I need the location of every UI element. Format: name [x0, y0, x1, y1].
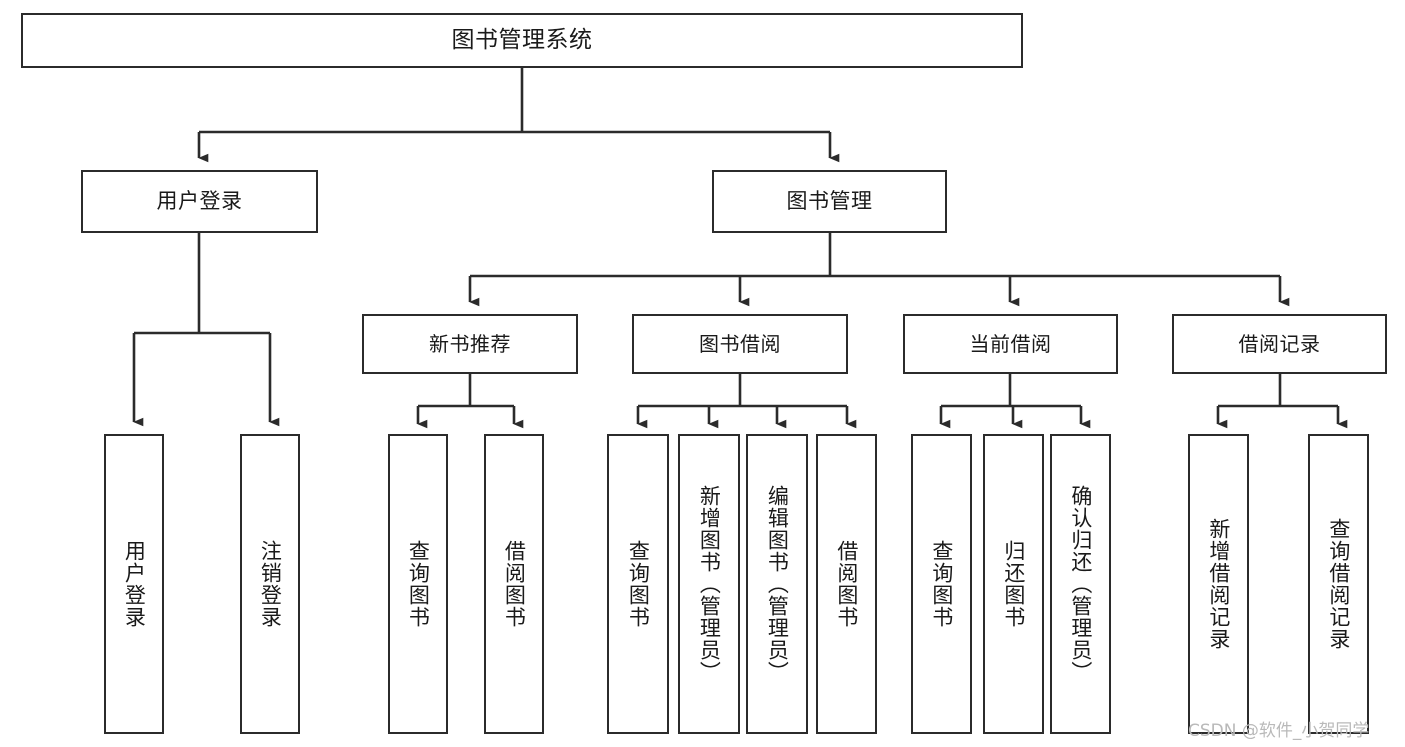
node-leaf-query-book-2-label: 查询图书 [626, 540, 651, 628]
node-leaf-confirm-return[interactable]: 确认归还（管理员） [1050, 434, 1111, 734]
watermark-text: CSDN @软件_小贺同学 [1188, 721, 1370, 741]
node-leaf-edit-book-label: 编辑图书（管理员） [765, 485, 790, 683]
node-leaf-add-book-label: 新增图书（管理员） [697, 485, 722, 683]
node-leaf-query-book-3-label: 查询图书 [929, 540, 954, 628]
node-current-borrow-label: 当前借阅 [969, 331, 1052, 356]
node-leaf-add-record-label: 新增借阅记录 [1206, 518, 1231, 650]
node-leaf-add-record[interactable]: 新增借阅记录 [1188, 434, 1249, 734]
node-book-borrow-label: 图书借阅 [699, 331, 781, 356]
node-leaf-borrow-book-1-label: 借阅图书 [502, 540, 527, 628]
node-leaf-user-logout[interactable]: 注销登录 [240, 434, 300, 734]
node-leaf-edit-book[interactable]: 编辑图书（管理员） [746, 434, 808, 734]
node-leaf-query-book-3[interactable]: 查询图书 [911, 434, 972, 734]
node-leaf-query-book-1[interactable]: 查询图书 [388, 434, 448, 734]
node-leaf-user-login-label: 用户登录 [122, 540, 147, 628]
node-leaf-user-logout-label: 注销登录 [258, 540, 283, 628]
node-leaf-borrow-book-2-label: 借阅图书 [834, 540, 859, 628]
node-book-manage-label: 图书管理 [786, 188, 873, 213]
node-leaf-query-book-2[interactable]: 查询图书 [607, 434, 669, 734]
node-leaf-add-book[interactable]: 新增图书（管理员） [678, 434, 740, 734]
node-new-book-recommend-label: 新书推荐 [429, 331, 511, 356]
node-current-borrow[interactable]: 当前借阅 [903, 314, 1118, 374]
node-user-login[interactable]: 用户登录 [81, 170, 318, 233]
node-leaf-borrow-book-2[interactable]: 借阅图书 [816, 434, 877, 734]
node-leaf-query-record[interactable]: 查询借阅记录 [1308, 434, 1369, 734]
node-leaf-confirm-return-label: 确认归还（管理员） [1068, 485, 1093, 683]
node-borrow-record-label: 借阅记录 [1238, 331, 1321, 356]
node-leaf-return-book-label: 归还图书 [1001, 540, 1026, 628]
node-book-manage[interactable]: 图书管理 [712, 170, 947, 233]
node-user-login-label: 用户登录 [156, 188, 243, 213]
node-root[interactable]: 图书管理系统 [21, 13, 1023, 68]
node-leaf-user-login[interactable]: 用户登录 [104, 434, 164, 734]
node-leaf-query-record-label: 查询借阅记录 [1326, 518, 1351, 650]
node-new-book-recommend[interactable]: 新书推荐 [362, 314, 578, 374]
node-borrow-record[interactable]: 借阅记录 [1172, 314, 1387, 374]
node-leaf-return-book[interactable]: 归还图书 [983, 434, 1044, 734]
node-root-label: 图书管理系统 [451, 27, 593, 54]
node-book-borrow[interactable]: 图书借阅 [632, 314, 848, 374]
node-leaf-query-book-1-label: 查询图书 [406, 540, 431, 628]
node-leaf-borrow-book-1[interactable]: 借阅图书 [484, 434, 544, 734]
